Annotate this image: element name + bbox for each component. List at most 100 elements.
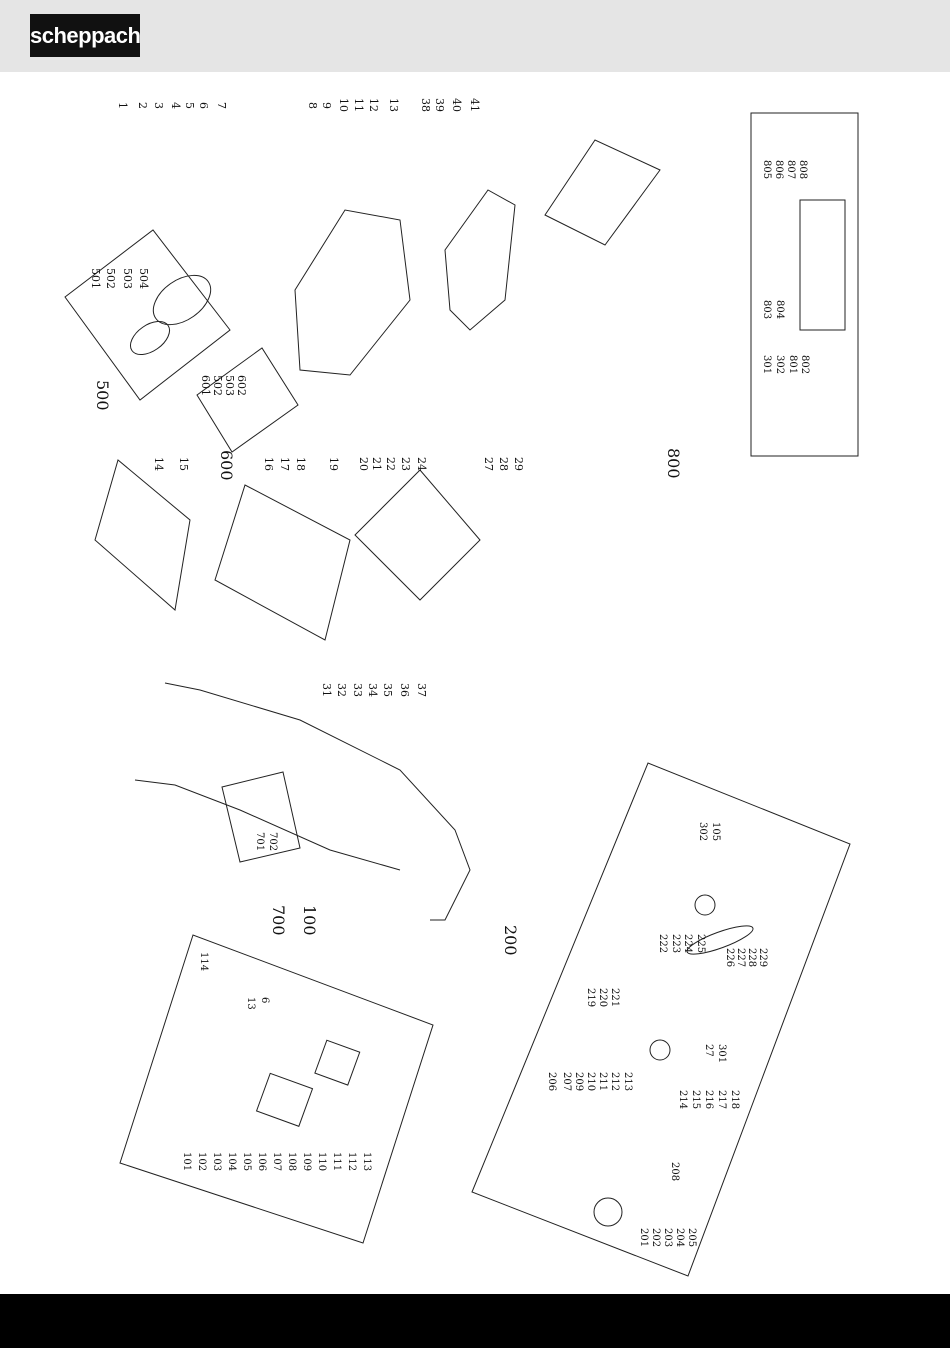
callout: 218 [729, 1090, 740, 1109]
callout: 8 [306, 102, 319, 109]
callout: 22 [384, 457, 397, 471]
callout: 28 [497, 457, 510, 471]
callout: 222 [657, 934, 668, 953]
callout: 228 [746, 948, 757, 967]
group-600-box [196, 347, 299, 453]
callout: 110 [316, 1152, 327, 1171]
callout: 223 [670, 934, 681, 953]
callout: 9 [320, 102, 333, 109]
callout: 33 [351, 683, 364, 697]
callout: 107 [271, 1152, 282, 1171]
top-callouts: 1 2 3 4 5 6 7 8 9 10 11 12 13 38 39 40 4… [116, 98, 481, 112]
callout: 701 [254, 832, 265, 851]
callout: 14 [152, 457, 165, 471]
callout: 114 [198, 952, 209, 971]
group-500-label: 500 [93, 380, 112, 411]
callout: 27 [482, 457, 495, 471]
callout: 105 [710, 822, 721, 841]
callout: 502 [211, 375, 224, 396]
callout: 212 [609, 1072, 620, 1091]
callout: 211 [597, 1072, 608, 1091]
callout: 41 [468, 98, 481, 112]
wheel-500-drawing [152, 274, 212, 326]
callout: 36 [398, 683, 411, 697]
callout: 103 [211, 1152, 222, 1171]
callout: 805 [761, 160, 772, 179]
callout: 210 [585, 1072, 596, 1091]
callout: 27 [703, 1044, 714, 1057]
callout: 220 [597, 988, 608, 1007]
callout: 38 [419, 98, 432, 112]
callout: 102 [196, 1152, 207, 1171]
callout: 503 [121, 268, 134, 289]
callout: 104 [226, 1152, 237, 1171]
callout: 225 [695, 934, 706, 953]
callout: 302 [774, 355, 785, 374]
callout: 301 [716, 1044, 727, 1063]
callout: 804 [774, 300, 785, 319]
callout: 6 [197, 102, 210, 109]
callout: 215 [690, 1090, 701, 1109]
group-600-label: 600 [217, 450, 236, 481]
callout: 106 [256, 1152, 267, 1171]
callout: 216 [703, 1090, 714, 1109]
callout: 32 [335, 683, 348, 697]
callout: 2 [136, 102, 149, 109]
callout: 105 [241, 1152, 252, 1171]
callout: 203 [662, 1228, 673, 1247]
callout: 17 [278, 457, 291, 471]
handle-drawing [164, 682, 471, 921]
page-header: scheppach [0, 0, 950, 72]
callout: 12 [367, 98, 380, 112]
callout: 6 [259, 997, 270, 1003]
callout: 204 [674, 1228, 685, 1247]
group-700-label: 700 [269, 905, 288, 936]
callout: 39 [433, 98, 446, 112]
callout: 112 [346, 1152, 357, 1171]
callout: 302 [697, 822, 708, 841]
callout: 208 [669, 1162, 680, 1181]
callout: 602 [235, 375, 248, 396]
group-700-box [221, 771, 301, 863]
callout: 3 [152, 102, 165, 109]
callout: 13 [387, 98, 400, 112]
callout: 18 [294, 457, 307, 471]
group-200-box [471, 762, 851, 1277]
callout: 4 [169, 102, 182, 109]
callout: 24 [415, 457, 428, 471]
callout: 202 [650, 1228, 661, 1247]
callout: 227 [735, 948, 746, 967]
callout: 108 [286, 1152, 297, 1171]
callout: 217 [716, 1090, 727, 1109]
group-500-box [64, 229, 231, 401]
callout: 229 [757, 948, 768, 967]
callout: 15 [177, 457, 190, 471]
callout: 101 [181, 1152, 192, 1171]
callout: 40 [450, 98, 463, 112]
callout: 808 [797, 160, 808, 179]
exploded-parts-diagram: 500 600 800 700 100 200 1 2 3 4 5 6 7 8 … [64, 98, 859, 1277]
frame-drawing [214, 484, 351, 641]
callout: 226 [724, 948, 735, 967]
callout: 207 [561, 1072, 572, 1091]
callout: 807 [785, 160, 796, 179]
callout: 209 [573, 1072, 584, 1091]
group-800-label: 800 [664, 448, 683, 479]
callout: 206 [546, 1072, 557, 1091]
callout: 301 [761, 355, 772, 374]
group-800-box [750, 112, 859, 457]
callout: 219 [585, 988, 596, 1007]
callout: 1 [116, 102, 129, 109]
callout: 35 [381, 683, 394, 697]
callout: 224 [682, 934, 693, 953]
group-100-label: 100 [300, 905, 319, 936]
callout: 7 [215, 102, 228, 109]
callout: 113 [361, 1152, 372, 1171]
brand-logo: scheppach [30, 14, 141, 57]
callout: 205 [686, 1228, 697, 1247]
grass-bag-drawing [94, 459, 191, 611]
callout: 501 [89, 268, 102, 289]
group-100-box [119, 934, 434, 1244]
callout: 213 [622, 1072, 633, 1091]
callout: 502 [104, 268, 117, 289]
